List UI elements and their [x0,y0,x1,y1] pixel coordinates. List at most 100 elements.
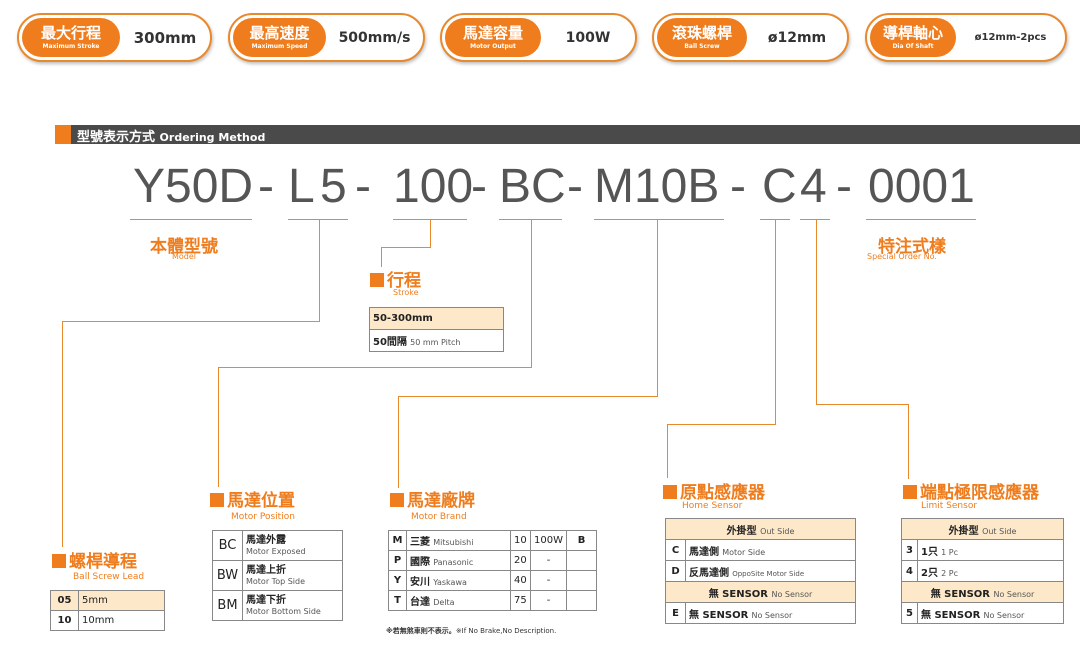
connector [816,404,909,405]
underline-model [130,219,252,220]
spec-label-en: Maximum Speed [251,42,308,50]
square-marker [663,485,677,499]
underline-lead [288,219,348,220]
code-lead-value: 5 [320,160,347,213]
connector [398,396,658,397]
model-label: 本體型號 [150,237,218,257]
code-dash: - [258,160,274,213]
square-marker [903,485,917,499]
square-marker [390,493,404,507]
connector [430,219,431,247]
code-dash: - [836,160,852,213]
code-limit-sensor: 4 [800,160,827,213]
spec-label-en: Motor Output [470,42,516,50]
lead-title: 螺桿導程 [52,547,137,572]
underline-brand [594,219,724,220]
stroke-pitch-en: 50 mm Pitch [410,338,461,347]
stroke-title-en: Stroke [393,288,419,297]
limit-title-en: Limit Sensor [921,501,978,511]
connector [667,424,668,478]
square-marker [52,554,66,568]
brake-note: ※若無煞車則不表示。※If No Brake,No Description. [386,627,557,635]
spec-value: 300mm [133,28,197,47]
position-title: 馬達位置 [210,486,295,511]
connector [531,219,532,367]
spec-label-en: Ball Screw [684,42,720,50]
brand-title-en: Motor Brand [411,512,467,522]
connector [775,219,776,424]
spec-label: 馬達容量 [462,23,523,42]
underline-special [866,219,976,220]
connector [218,367,219,487]
spec-value: ø12mm [767,29,827,46]
connector [398,396,399,488]
lead-title-en: Ball Screw Lead [73,572,145,582]
spec-label: 最高速度 [249,23,310,42]
spec-label: 導桿軸心 [882,23,943,42]
connector [816,219,817,404]
stroke-range: 50-300mm [369,307,504,330]
connector [62,321,63,547]
connector [62,321,320,322]
underline-limit [800,219,830,220]
code-motor-brand: M10B [594,160,720,213]
spec-value: 100W [565,29,611,46]
connector [381,247,431,248]
spec-label-en: Dia Of Shaft [892,42,934,50]
stroke-pitch: 50間隔 [373,337,407,348]
spec-label: 滾珠螺桿 [671,23,732,42]
home-title-en: Home Sensor [682,501,743,511]
code-dash: - [730,160,746,213]
position-title-en: Motor Position [231,512,295,522]
section-header: 型號表示方式 Ordering Method [55,125,1080,145]
code-series: Y50D [133,160,254,213]
connector [667,424,776,425]
code-motor-position: BC [499,160,566,213]
connector [218,367,532,368]
spec-value: ø12mm-2pcs [974,32,1047,43]
spec-label: 最大行程 [40,23,101,42]
code-dash: - [567,160,583,213]
square-marker [370,273,384,287]
section-marker [55,125,71,144]
connector [381,247,382,267]
brand-title: 馬達廠牌 [390,486,475,511]
code-stroke: 100 [393,160,474,213]
code-lead-prefix: L [288,160,315,213]
section-title: 型號表示方式 [77,130,156,145]
code-dash: - [471,160,487,213]
spec-value: 500mm/s [338,29,411,46]
square-marker [210,493,224,507]
model-label-en: Model [172,252,197,261]
underline-position [499,219,562,220]
special-label-en: Special Order No. [867,252,937,261]
connector [657,219,658,396]
connector [319,219,320,321]
home-title: 原點感應器 [663,478,765,503]
special-label: 特注式樣 [878,237,946,257]
code-special: 0001 [868,160,975,213]
code-home-sensor: C [762,160,797,213]
limit-title: 端點極限感應器 [903,478,1039,503]
